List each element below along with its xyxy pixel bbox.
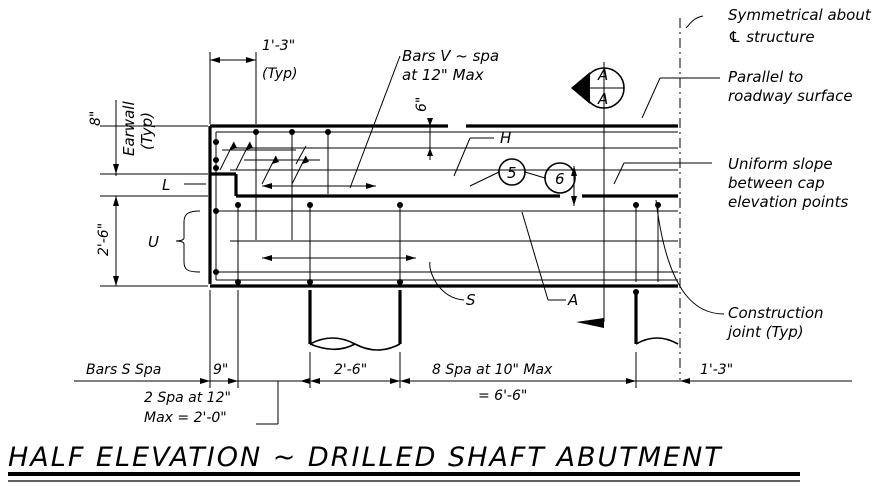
cap-outline xyxy=(208,124,678,288)
spacing-8-total-dim: = 6'-6" xyxy=(478,388,527,404)
left-dimensions xyxy=(100,100,208,287)
cap-height-dim: 2'-6" xyxy=(96,223,112,256)
u-bracket xyxy=(175,210,201,273)
bar-s-label: S xyxy=(466,291,476,309)
uniform-slope-label-3: elevation points xyxy=(728,193,848,211)
top-dimension xyxy=(209,52,257,124)
shaft-width-dim: 2'-6" xyxy=(334,362,367,378)
construction-joint-label-1: Construction xyxy=(728,304,824,322)
two-spa-dim-1: 2 Spa at 12" xyxy=(144,390,231,406)
wall-height-dim: 8" xyxy=(88,111,104,126)
right-end-dim: 1'-3" xyxy=(700,362,733,378)
cover-dim: 6" xyxy=(414,97,430,112)
earwall-bars xyxy=(219,141,320,185)
symmetrical-label-1: Symmetrical about xyxy=(728,6,872,24)
two-spa-dim-2: Max = 2'-0" xyxy=(144,410,227,426)
parallel-label-1: Parallel to xyxy=(728,68,803,86)
earwall-typ-label: (Typ) xyxy=(138,112,156,150)
section-label-top: A xyxy=(597,66,608,84)
drawing-title: HALF ELEVATION ~ DRILLED SHAFT ABUTMENT xyxy=(8,442,723,473)
bars-s-spa-dim: Bars S Spa xyxy=(86,362,161,378)
rebar-dots xyxy=(213,129,661,295)
earwall-label: Earwall xyxy=(120,101,138,156)
drilled-shaft-right xyxy=(634,290,679,345)
top-spacing-dim: 1'-3" xyxy=(262,38,295,54)
uniform-slope-label-1: Uniform slope xyxy=(728,155,833,173)
callout-6-label: 6 xyxy=(555,170,565,188)
leader-lines xyxy=(349,15,725,315)
drilled-shaft-left xyxy=(308,290,402,351)
spacing-8-dim: 8 Spa at 10" Max xyxy=(432,362,553,378)
section-label-bottom: A xyxy=(597,90,608,108)
bars-v-label-1: Bars V ~ spa xyxy=(402,47,499,65)
bar-l-label: L xyxy=(162,176,170,194)
bar-u-label: U xyxy=(148,233,159,251)
bottom-dimensions xyxy=(74,290,852,425)
parallel-label-2: roadway surface xyxy=(728,87,853,105)
bar-a-label: A xyxy=(567,291,578,309)
internal-arrows xyxy=(262,118,577,261)
top-spacing-note: (Typ) xyxy=(262,66,297,82)
construction-joint-label-2: joint (Typ) xyxy=(726,323,804,341)
rebar-lines xyxy=(215,131,678,282)
callout-5-label: 5 xyxy=(507,164,517,182)
uniform-slope-label-2: between cap xyxy=(728,174,825,192)
nine-inch-dim: 9" xyxy=(213,362,228,378)
bar-h-label: H xyxy=(500,129,511,147)
section-cut-aa xyxy=(571,62,625,328)
bars-v-label-2: at 12" Max xyxy=(402,66,484,84)
symmetrical-label-2: ℄ structure xyxy=(728,28,815,46)
